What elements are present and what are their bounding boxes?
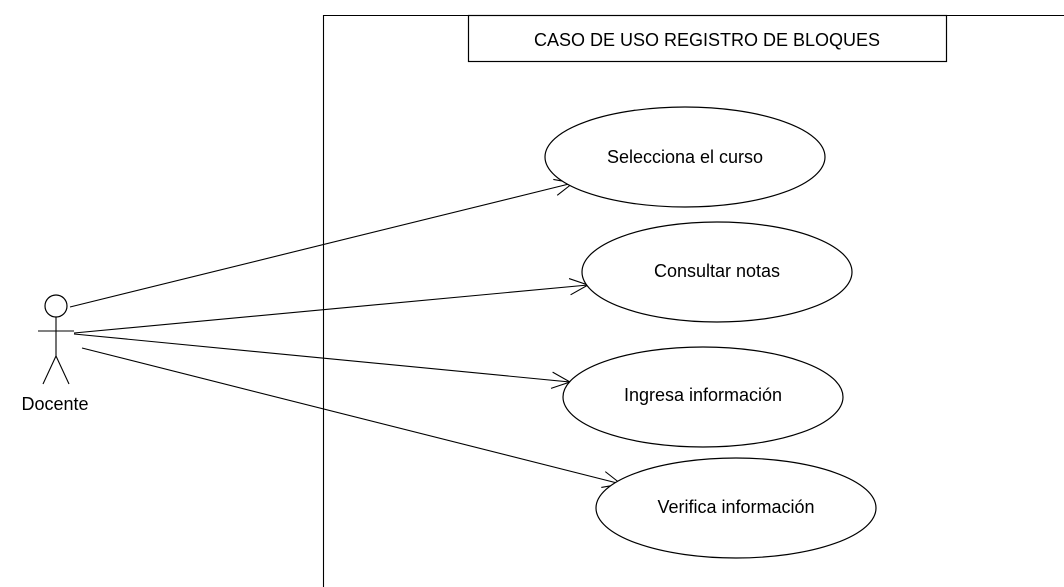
- use-case-uc1-ellipse: [544, 106, 826, 208]
- use-case-uc4-ellipse: [595, 457, 877, 559]
- use-case-uc2[interactable]: Consultar notas: [581, 221, 853, 323]
- association-line-uc1: [69, 182, 574, 308]
- system-title-box: [467, 14, 948, 63]
- use-case-uc3-ellipse: [562, 346, 844, 448]
- associations: [69, 178, 623, 488]
- actor-right-leg: [55, 355, 70, 385]
- association-line-uc2: [73, 284, 589, 334]
- association-line-uc4: [81, 347, 622, 485]
- association-uc4: [81, 347, 623, 488]
- system-boundary: CASO DE USO REGISTRO DE BLOQUES: [322, 14, 1064, 587]
- actor-head: [44, 294, 68, 318]
- association-uc3: [73, 333, 572, 389]
- actor-left-leg: [42, 355, 57, 385]
- use-case-uc4-label: Verifica información: [657, 497, 814, 517]
- actor-stick-figure-icon: [38, 294, 74, 385]
- use-case-uc2-ellipse: [581, 221, 853, 323]
- association-line-uc3: [73, 333, 571, 383]
- use-case-uc4[interactable]: Verifica información: [595, 457, 877, 559]
- actor-docente[interactable]: Docente: [21, 294, 89, 414]
- use-case-uc3-label: Ingresa información: [624, 385, 782, 405]
- use-case-uc1-label: Selecciona el curso: [607, 147, 763, 167]
- use-case-uc3[interactable]: Ingresa información: [562, 346, 844, 448]
- actor-name: Docente: [21, 394, 88, 414]
- system-title: CASO DE USO REGISTRO DE BLOQUES: [534, 30, 880, 50]
- use-case-uc1[interactable]: Selecciona el curso: [544, 106, 826, 208]
- association-uc1: [69, 178, 575, 308]
- use-case-uc2-label: Consultar notas: [654, 261, 780, 281]
